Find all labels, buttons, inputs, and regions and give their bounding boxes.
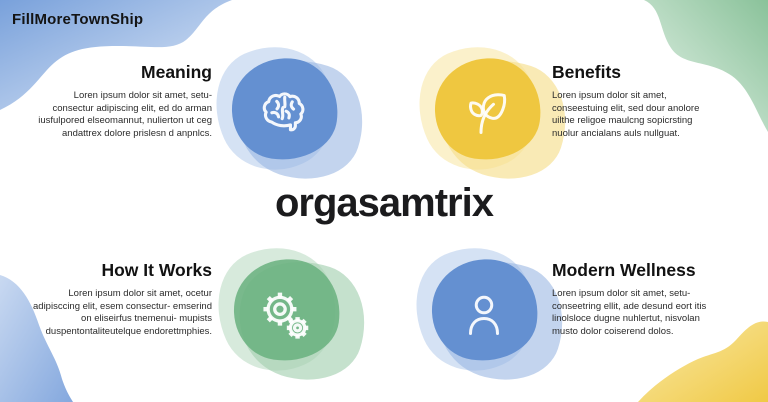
section-benefits-heading: Benefits — [552, 62, 622, 82]
meaning-blob-cluster — [195, 27, 380, 195]
section-meaning: Meaning Loren ipsum dolor sit amet, setu… — [38, 62, 212, 141]
benefits-blob-cluster — [398, 27, 583, 195]
section-modern-wellness: Modern Wellness Loren ipsum dolor sit am… — [552, 260, 728, 339]
person-icon — [469, 295, 499, 336]
modern-wellness-blob-cluster — [395, 228, 580, 396]
section-modern-wellness-body: Loren ipsum dolor sit amet, setu- consee… — [552, 288, 707, 338]
page-title: orgasamtrix — [275, 181, 494, 225]
section-how-it-works-heading: How It Works — [101, 260, 212, 280]
leaf-icon — [469, 93, 507, 135]
section-meaning-body: Loren ipsum dolor sit amet, setu-consect… — [38, 90, 212, 140]
section-benefits-body: Loren ipsum dolor sit amet, conseestuing… — [552, 90, 700, 140]
section-benefits: Benefits Loren ipsum dolor sit amet, con… — [552, 62, 718, 141]
section-how-it-works: How It Works Loren ipsum dolor sit amet,… — [30, 260, 212, 339]
section-modern-wellness-heading: Modern Wellness — [552, 260, 696, 280]
brand-logo-text: FillMoreTownShip — [12, 11, 144, 28]
section-meaning-heading: Meaning — [141, 62, 212, 82]
brain-icon — [262, 92, 305, 132]
section-how-it-works-body: Loren ipsum dolor sit amet, ocetur adipi… — [33, 288, 212, 338]
gears-icon — [263, 292, 309, 339]
how-it-works-blob-cluster — [197, 228, 382, 396]
